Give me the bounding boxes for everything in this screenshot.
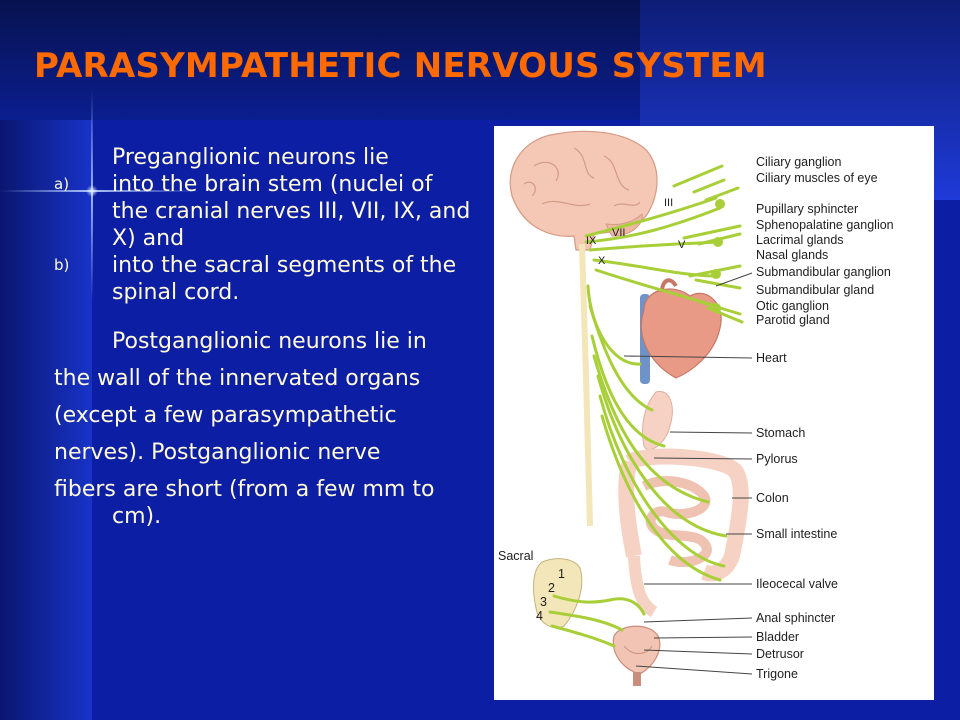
- label-bladder: Bladder: [756, 630, 799, 644]
- label-pupillary-sphincter: Pupillary sphincter: [756, 202, 858, 216]
- list-item-text: into the brain stem (nuclei of the crani…: [112, 172, 471, 251]
- sacrum-illustration: [533, 558, 583, 629]
- light-flare-horizontal: [0, 190, 200, 192]
- label-ciliary-muscles: Ciliary muscles of eye: [756, 171, 878, 185]
- sacral-segment-3: 3: [540, 595, 547, 609]
- sacral-segment-2: 2: [548, 581, 555, 595]
- label-ileocecal-valve: Ileocecal valve: [756, 577, 838, 591]
- bladder-illustration: [612, 625, 661, 686]
- label-otic-ganglion: Otic ganglion: [756, 299, 829, 313]
- label-submandibular-gland: Submandibular gland: [756, 283, 874, 297]
- label-ciliary-ganglion: Ciliary ganglion: [756, 155, 842, 169]
- slide-title: PARASYMPATHETIC NERVOUS SYSTEM: [34, 46, 767, 86]
- nerve-label-vii: VII: [612, 227, 625, 239]
- label-sacral: Sacral: [498, 549, 533, 563]
- sacral-segment-4: 4: [536, 609, 543, 623]
- paragraph-line: the wall of the innervated organs: [54, 366, 421, 391]
- paragraph-line: (except a few parasympathetic: [54, 403, 397, 428]
- parasympathetic-diagram: III VII IX V X Ciliary ganglion Ciliary …: [494, 126, 934, 700]
- nerve-fibers: [548, 164, 744, 648]
- diagram-svg: III VII IX V X Ciliary ganglion Ciliary …: [498, 130, 894, 686]
- label-anal-sphincter: Anal sphincter: [756, 611, 835, 625]
- light-flare-center: [86, 185, 98, 197]
- label-heart: Heart: [756, 351, 787, 365]
- list-item-brain-stem: a) into the brain stem (nuclei of the cr…: [54, 171, 474, 252]
- label-trigone: Trigone: [756, 667, 798, 681]
- ganglia: [711, 199, 725, 313]
- nerve-label-ix: IX: [586, 235, 597, 247]
- label-detrusor: Detrusor: [756, 647, 804, 661]
- heart-illustration: [640, 278, 722, 384]
- list-marker-a: a): [54, 175, 70, 193]
- label-stomach: Stomach: [756, 426, 805, 440]
- sacral-segment-1: 1: [558, 567, 565, 581]
- list-item-text: into the sacral segments of the spinal c…: [112, 253, 457, 305]
- digestive-tract-illustration: [618, 390, 749, 618]
- label-nasal-glands: Nasal glands: [756, 248, 828, 262]
- nerve-label-iii: III: [664, 197, 673, 209]
- label-submandibular-ganglion: Submandibular ganglion: [756, 265, 891, 279]
- brain-stem: [579, 243, 593, 527]
- paragraph-line: nerves). Postganglionic nerve: [54, 440, 381, 465]
- label-colon: Colon: [756, 491, 789, 505]
- list-marker-b: b): [54, 256, 70, 274]
- brain-illustration: [509, 130, 658, 251]
- nerve-label-v: V: [678, 239, 686, 251]
- label-sphenopalatine-ganglion: Sphenopalatine ganglion: [756, 218, 894, 232]
- label-lacrimal-glands: Lacrimal glands: [756, 233, 844, 247]
- label-pylorus: Pylorus: [756, 452, 798, 466]
- label-parotid-gland: Parotid gland: [756, 313, 830, 327]
- preganglionic-heading: Preganglionic neurons lie: [112, 145, 389, 170]
- label-small-intestine: Small intestine: [756, 527, 837, 541]
- postganglionic-heading: Postganglionic neurons lie in: [112, 329, 427, 354]
- paragraph-line: fibers are short (from a few mm to cm).: [54, 477, 435, 529]
- list-item-sacral: b) into the sacral segments of the spina…: [54, 252, 474, 306]
- leader-lines: [623, 272, 753, 675]
- background-left-band: [0, 120, 92, 720]
- nerve-label-x: X: [598, 255, 606, 267]
- slide-body: Preganglionic neurons lie a) into the br…: [54, 144, 474, 530]
